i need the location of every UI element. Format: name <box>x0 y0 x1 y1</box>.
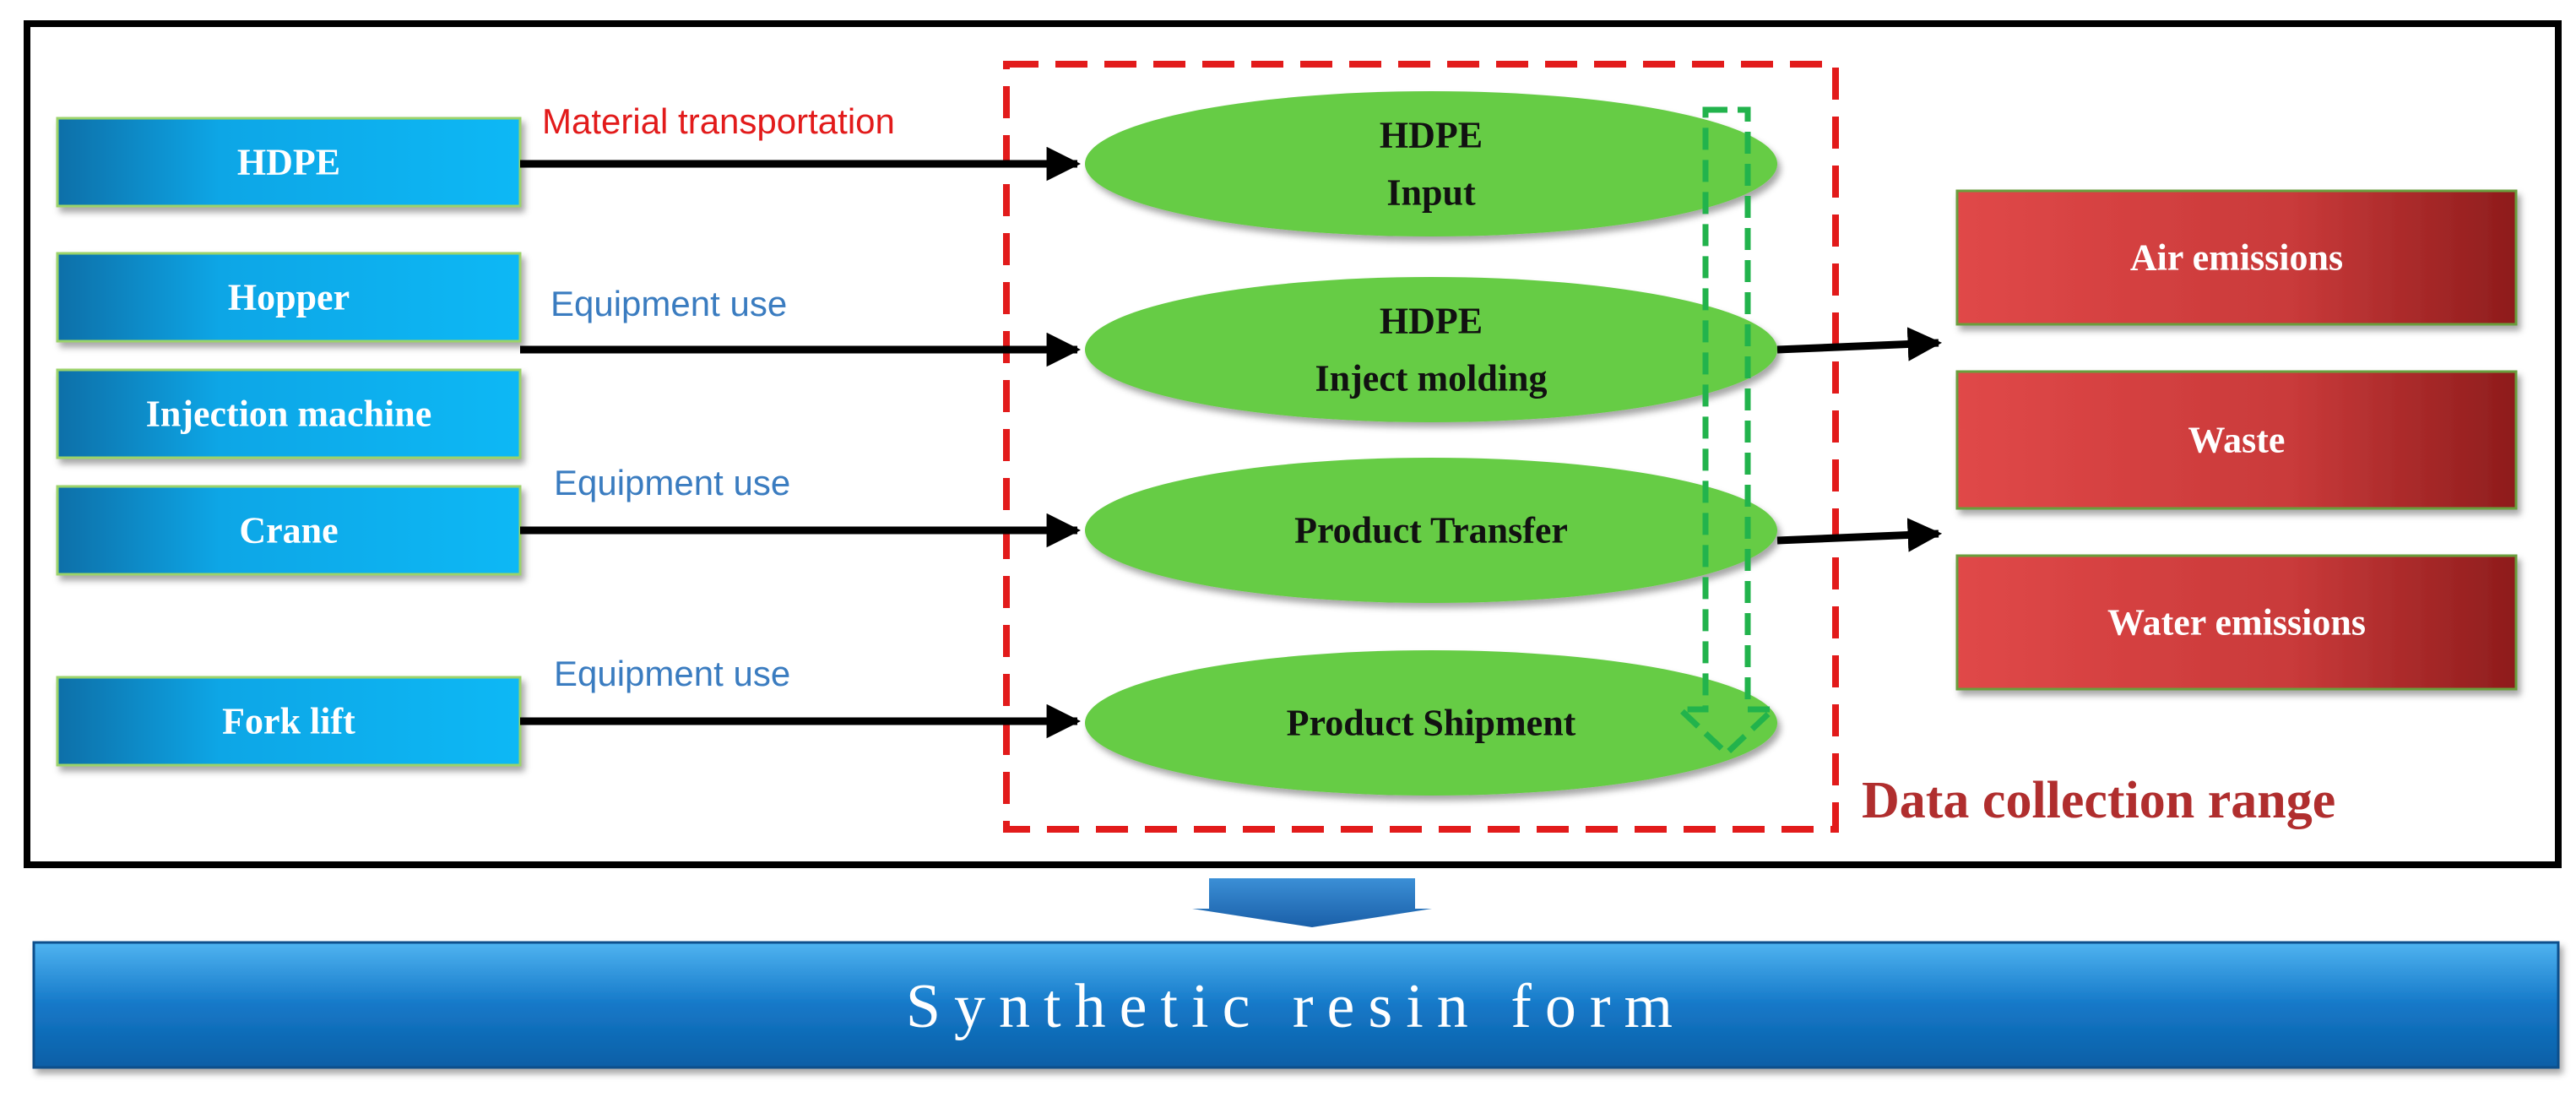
input-hdpe: HDPE <box>56 117 522 208</box>
arrow-molding-to-outputs <box>1776 327 1943 361</box>
process-product-transfer-label: Product Transfer <box>1294 510 1568 551</box>
input-fork-lift-label: Fork lift <box>222 701 355 742</box>
input-fork-lift: Fork lift <box>56 676 522 767</box>
output-air-emissions: Air emissions <box>1955 189 2518 326</box>
process-hdpe-inject-molding: HDPE Inject molding <box>1085 277 1777 422</box>
input-hopper-label: Hopper <box>228 277 350 318</box>
process-product-transfer: Product Transfer <box>1085 458 1777 603</box>
data-collection-range-label: Data collection range <box>1862 772 2335 829</box>
output-air-emissions-label: Air emissions <box>2130 237 2343 279</box>
result-synthetic-resin-form: Synthetic resin form <box>32 941 2560 1069</box>
process-flow-arrow <box>1673 106 1781 758</box>
output-waste: Waste <box>1955 370 2518 510</box>
input-hdpe-label: HDPE <box>237 142 340 183</box>
input-crane-label: Crane <box>239 510 338 551</box>
label-material-transportation: Material transportation <box>542 101 895 141</box>
process-hdpe-input: HDPE Input <box>1085 91 1777 236</box>
process-inject-molding-line2: Inject molding <box>1315 358 1548 399</box>
input-hopper: Hopper <box>56 252 522 343</box>
input-crane: Crane <box>56 485 522 576</box>
output-water-emissions-label: Water emissions <box>2107 602 2366 644</box>
result-label: Synthetic resin form <box>906 972 1686 1041</box>
label-equipment-use-1: Equipment use <box>550 284 787 323</box>
output-waste-label: Waste <box>2188 420 2286 461</box>
label-equipment-use-3: Equipment use <box>554 654 790 693</box>
process-product-shipment-label: Product Shipment <box>1287 703 1576 744</box>
input-injection-machine: Injection machine <box>56 368 522 459</box>
output-water-emissions: Water emissions <box>1955 554 2518 691</box>
process-hdpe-input-line1: HDPE <box>1380 115 1483 156</box>
process-product-shipment: Product Shipment <box>1085 650 1777 796</box>
label-equipment-use-2: Equipment use <box>554 463 790 502</box>
data-collection-range-box <box>1003 61 1839 833</box>
arrow-transfer-to-outputs <box>1776 518 1943 552</box>
down-arrow-icon <box>1192 878 1432 927</box>
process-inject-molding-line1: HDPE <box>1380 301 1483 342</box>
process-hdpe-input-line2: Input <box>1386 172 1476 214</box>
input-injection-machine-label: Injection machine <box>146 394 432 435</box>
